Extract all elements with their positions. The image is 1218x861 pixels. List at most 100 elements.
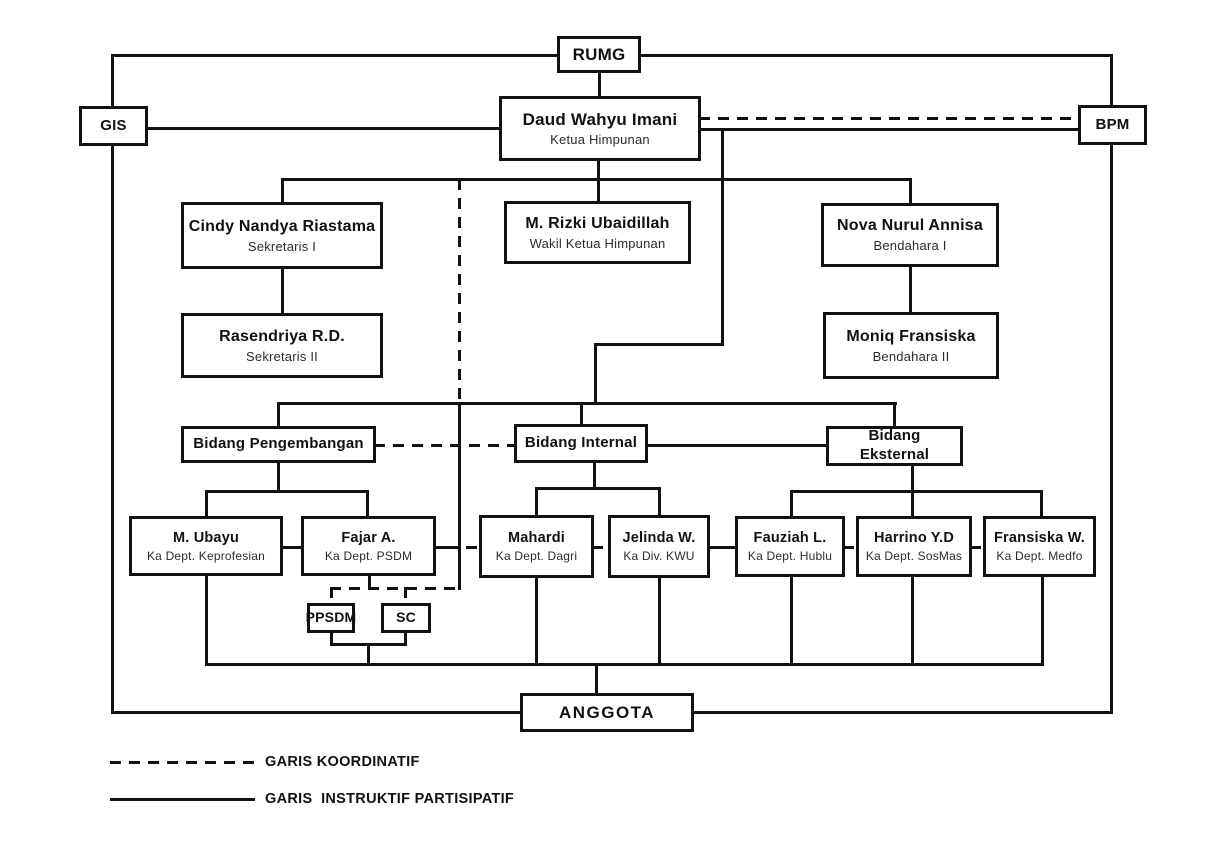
node-sekretaris2-role: Sekretaris II: [246, 348, 318, 364]
line-to-bidang-internal: [580, 402, 583, 426]
internal-spread-line: [535, 487, 660, 490]
line-to-bidang-eksternal: [893, 402, 896, 428]
node-sosmas-role: Ka Dept. SosMas: [865, 549, 963, 564]
node-bendahara2: Moniq Fransiska Bendahara II: [823, 312, 999, 379]
hublu-collector-line: [790, 575, 793, 666]
node-rumg-label: RUMG: [572, 44, 626, 64]
bidang-trunk-line: [277, 402, 897, 405]
node-psdm-name: Fajar A.: [341, 529, 396, 546]
psdm-dagri-coordinative-line: [466, 546, 480, 549]
node-bidang-pengembangan-label: Bidang Pengembangan: [193, 435, 364, 453]
sekretaris1-sekretaris2-line: [281, 267, 284, 315]
rumg-ketua-line: [598, 71, 601, 98]
keprofesian-collector-line: [205, 574, 208, 666]
bottom-frame-line-right: [692, 711, 1112, 714]
node-bendahara1-role: Bendahara I: [873, 238, 947, 254]
node-rumg: RUMG: [557, 36, 641, 73]
node-psdm: Fajar A. Ka Dept. PSDM: [301, 516, 436, 576]
line-to-bendahara1: [909, 178, 912, 206]
node-anggota-label: ANGGOTA: [558, 702, 656, 722]
branch-down-line: [721, 128, 724, 346]
node-bendahara2-name: Moniq Fransiska: [846, 327, 976, 345]
legend-instructive-label: GARIS INSTRUKTIF PARTISIPATIF: [265, 791, 515, 807]
node-sosmas-name: Harrino Y.D: [873, 530, 955, 547]
psdm-trunk-line: [434, 546, 461, 549]
right-frame-line: [1110, 54, 1113, 714]
medfo-collector-line: [1041, 575, 1044, 666]
node-wakil-role: Wakil Ketua Himpunan: [529, 235, 666, 251]
node-bendahara2-role: Bendahara II: [872, 348, 950, 364]
node-bpm: BPM: [1078, 105, 1147, 145]
collector-anggota-line: [595, 663, 598, 695]
node-bidang-internal: Bidang Internal: [514, 424, 648, 463]
sc-down-line: [404, 630, 407, 645]
node-medfo: Fransiska W. Ka Dept. Medfo: [983, 516, 1096, 577]
node-keprofesian-name: M. Ubayu: [172, 529, 240, 546]
ketua-bpm-coordinative-line: [699, 117, 1080, 120]
node-gis-label: GIS: [100, 116, 127, 134]
node-sekretaris2-name: Rasendriya R.D.: [219, 327, 345, 345]
node-dagri-name: Mahardi: [508, 530, 565, 547]
line-to-bidang-pengembangan: [277, 402, 280, 428]
line-to-psdm: [366, 490, 369, 518]
node-keprofesian: M. Ubayu Ka Dept. Keprofesian: [129, 516, 283, 576]
hublu-sosmas-coordinative-line: [843, 546, 857, 549]
node-sekretaris1-name: Cindy Nandya Riastama: [188, 217, 376, 235]
sosmas-collector-line: [911, 575, 914, 666]
coordinative-vertical-line: [458, 179, 461, 404]
eksternal-spread-line: [790, 490, 1042, 493]
node-keprofesian-role: Ka Dept. Keprofesian: [146, 548, 266, 563]
ppsdm-down-line: [330, 630, 333, 645]
node-sc-label: SC: [396, 609, 416, 626]
line-to-dagri: [535, 487, 538, 517]
line-to-medfo: [1040, 490, 1043, 518]
node-anggota: ANGGOTA: [520, 693, 694, 732]
node-hublu-name: Fauziah L.: [753, 530, 827, 547]
node-wakil-name: M. Rizki Ubaidillah: [525, 214, 670, 232]
node-psdm-role: Ka Dept. PSDM: [324, 548, 413, 563]
line-to-kwu: [658, 487, 661, 517]
node-sekretaris2: Rasendriya R.D. Sekretaris II: [181, 313, 383, 378]
node-dagri-role: Ka Dept. Dagri: [495, 549, 578, 564]
node-wakil: M. Rizki Ubaidillah Wakil Ketua Himpunan: [504, 201, 691, 264]
node-ketua-role: Ketua Himpunan: [550, 132, 650, 148]
node-bidang-internal-label: Bidang Internal: [524, 434, 638, 452]
line-to-ppsdm: [330, 587, 333, 604]
branch-left-line: [594, 343, 724, 346]
sosmas-medfo-coordinative-line: [970, 546, 984, 549]
node-bidang-eksternal-label: Bidang Eksternal: [859, 427, 930, 463]
node-medfo-name: Fransiska W.: [993, 530, 1086, 547]
level2-line: [281, 178, 911, 181]
node-gis: GIS: [79, 106, 148, 146]
kwu-hublu-line: [708, 546, 737, 549]
ppsdm-sc-coordinative-line: [330, 587, 460, 590]
node-kwu-name: Jelinda W.: [622, 530, 696, 547]
node-kwu-role: Ka Div. KWU: [623, 549, 695, 564]
pengembangan-down-line: [277, 461, 280, 493]
legend-coordinative-label: GARIS KOORDINATIF: [265, 754, 420, 770]
kwu-collector-line: [658, 576, 661, 666]
psdm-stub-line: [368, 574, 371, 589]
node-kwu: Jelinda W. Ka Div. KWU: [608, 515, 710, 578]
center-trunk-line: [458, 402, 461, 590]
node-ketua: Daud Wahyu Imani Ketua Himpunan: [499, 96, 701, 161]
node-bidang-eksternal: Bidang Eksternal: [826, 426, 963, 466]
node-hublu-role: Ka Dept. Hublu: [747, 549, 833, 564]
keprofesian-psdm-line: [281, 546, 303, 549]
ketua-bpm-line: [699, 128, 1080, 131]
dagri-kwu-coordinative-line: [592, 546, 609, 549]
legend-coordinative-line: [110, 761, 255, 764]
internal-down-line: [593, 461, 596, 490]
line-to-hublu: [790, 490, 793, 518]
line-to-keprofesian: [205, 490, 208, 518]
node-bpm-label: BPM: [1095, 115, 1130, 133]
line-to-sc: [404, 587, 407, 604]
gis-ketua-line: [146, 127, 501, 130]
node-bendahara1: Nova Nurul Annisa Bendahara I: [821, 203, 999, 267]
branch-down-line-2: [594, 343, 597, 404]
node-sosmas: Harrino Y.D Ka Dept. SosMas: [856, 516, 972, 577]
node-bendahara1-name: Nova Nurul Annisa: [837, 217, 983, 235]
line-to-sekretaris1: [281, 178, 284, 205]
node-ketua-name: Daud Wahyu Imani: [522, 110, 678, 130]
